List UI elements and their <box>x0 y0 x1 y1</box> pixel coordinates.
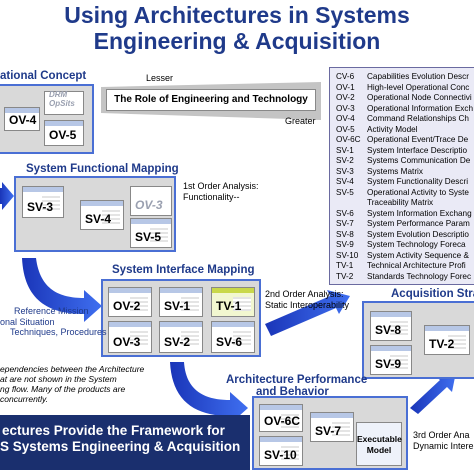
product-name: Systems Communication De <box>367 156 471 165</box>
card-ov-3-faded: OV-3 <box>130 186 172 216</box>
product-name: Systems Matrix <box>367 166 423 176</box>
arrow-interface-to-acquisition <box>265 290 350 336</box>
arrow-operational-to-functional <box>0 182 14 210</box>
product-code: TV-1 <box>336 261 354 270</box>
card-ov-5: OV-5 <box>44 120 84 146</box>
card-sv-3: SV-3 <box>22 186 64 218</box>
performance-analysis: 3rd Order Ana Dynamic Intere <box>413 430 474 451</box>
card-ov-4: OV-4 <box>4 107 40 131</box>
card-ov-6c: OV-6C <box>259 404 303 432</box>
framework-banner: ectures Provide the Framework for S Syst… <box>0 415 250 470</box>
product-name: High-level Operational Conc <box>367 82 470 92</box>
card-tv-1: TV-1 <box>211 287 255 317</box>
lesser-label: Lesser <box>146 73 174 83</box>
product-code: OV-4 <box>336 114 355 123</box>
arrow-performance-to-acquisition <box>410 372 456 414</box>
product-code: SV-2 <box>336 156 354 165</box>
product-name: System Information Exchang <box>367 208 472 218</box>
acquisition-panel: SV-8 TV-2 SV-9 <box>362 301 474 379</box>
card-sv-5: SV-5 <box>130 218 172 248</box>
dependency-note: ependencies between the Architecture at … <box>0 364 145 404</box>
product-name: System Interface Descriptio <box>367 145 468 155</box>
card-sv-7: SV-7 <box>310 412 354 442</box>
product-code: OV-6C <box>336 135 361 144</box>
title-line-2: Engineering & Acquisition <box>93 28 381 54</box>
product-code: OV-3 <box>336 103 355 113</box>
product-name: Operational Information Exch <box>367 103 474 113</box>
stage-label-operational: ational Concept <box>0 70 87 82</box>
product-name: Operational Activity to Syste <box>367 187 469 197</box>
product-name: System Performance Param <box>367 219 470 228</box>
interface-analysis: 2nd Order Analysis: Static Interoperabil… <box>265 289 350 310</box>
stage-label-performance: Architecture Performance and Behavior <box>226 374 368 398</box>
product-code: SV-9 <box>336 240 354 249</box>
product-code: CV-6 <box>336 72 355 81</box>
stage-label-functional: System Functional Mapping <box>26 163 179 175</box>
card-sv-2: SV-2 <box>159 321 203 353</box>
product-code: OV-5 <box>336 124 355 134</box>
product-code: SV-4 <box>336 177 354 186</box>
product-name: Capabilities Evolution Descr <box>367 72 469 81</box>
stage-label-interface: System Interface Mapping <box>112 264 255 276</box>
product-name: Operational Node Connectivi <box>367 93 472 102</box>
product-code: OV-1 <box>336 82 355 92</box>
product-name: System Technology Foreca <box>367 240 466 249</box>
product-code: TV-2 <box>336 271 354 281</box>
product-name: Traceability Matrix <box>367 198 434 207</box>
arrow-functional-to-interface <box>22 258 102 322</box>
product-code: SV-6 <box>336 208 354 218</box>
product-code: SV-8 <box>336 229 354 239</box>
arrow-interface-to-performance <box>170 362 248 424</box>
performance-panel: OV-6C SV-7 SV-10 Executable Model <box>252 396 408 470</box>
card-ov-3: OV-3 <box>108 321 152 353</box>
product-name: System Activity Sequence & <box>367 250 469 260</box>
product-name: Activity Model <box>367 124 418 134</box>
mission-notes: Reference Mission onal Situation Techniq… <box>0 306 107 337</box>
card-sv-8: SV-8 <box>370 311 412 341</box>
executable-model: Executable Model <box>356 422 402 466</box>
diagram-title: Using Architectures in Systems Engineeri… <box>0 2 474 54</box>
product-code: SV-3 <box>336 166 354 176</box>
product-name: Command Relationships Ch <box>367 114 469 123</box>
product-name: Technical Architecture Profi <box>367 261 466 270</box>
product-code: SV-7 <box>336 219 354 228</box>
card-drm-opsits: DRM OpSits <box>44 90 84 115</box>
product-name: System Functionality Descri <box>367 177 469 186</box>
product-code: OV-2 <box>336 93 355 102</box>
product-code: SV-10 <box>336 250 359 260</box>
title-line-1: Using Architectures in Systems <box>64 2 410 28</box>
product-name: Standards Technology Forec <box>367 271 472 281</box>
functional-analysis: 1st Order Analysis: Functionality-- <box>183 181 259 202</box>
product-name: Operational Event/Trace De <box>367 135 469 144</box>
functional-panel: SV-3 SV-4 OV-3 SV-5 <box>14 176 176 252</box>
card-ov-2: OV-2 <box>108 287 152 317</box>
role-of-engineering-box: The Role of Engineering and Technology <box>106 89 316 111</box>
operational-panel: OV-4 DRM OpSits OV-5 <box>0 84 94 154</box>
card-sv-9: SV-9 <box>370 345 412 375</box>
product-code: SV-1 <box>336 145 354 155</box>
greater-label: Greater <box>285 116 316 126</box>
product-code: SV-5 <box>336 187 354 197</box>
stage-label-acquisition: Acquisition Stra <box>391 288 474 300</box>
card-tv-2: TV-2 <box>424 325 470 355</box>
card-sv-10: SV-10 <box>259 436 303 466</box>
card-sv-1: SV-1 <box>159 287 203 317</box>
product-name: System Evolution Descriptio <box>367 229 469 239</box>
interface-panel: OV-2 SV-1 TV-1 OV-3 SV-2 SV-6 <box>101 279 261 357</box>
card-sv-4: SV-4 <box>80 200 124 230</box>
card-sv-6: SV-6 <box>211 321 255 353</box>
